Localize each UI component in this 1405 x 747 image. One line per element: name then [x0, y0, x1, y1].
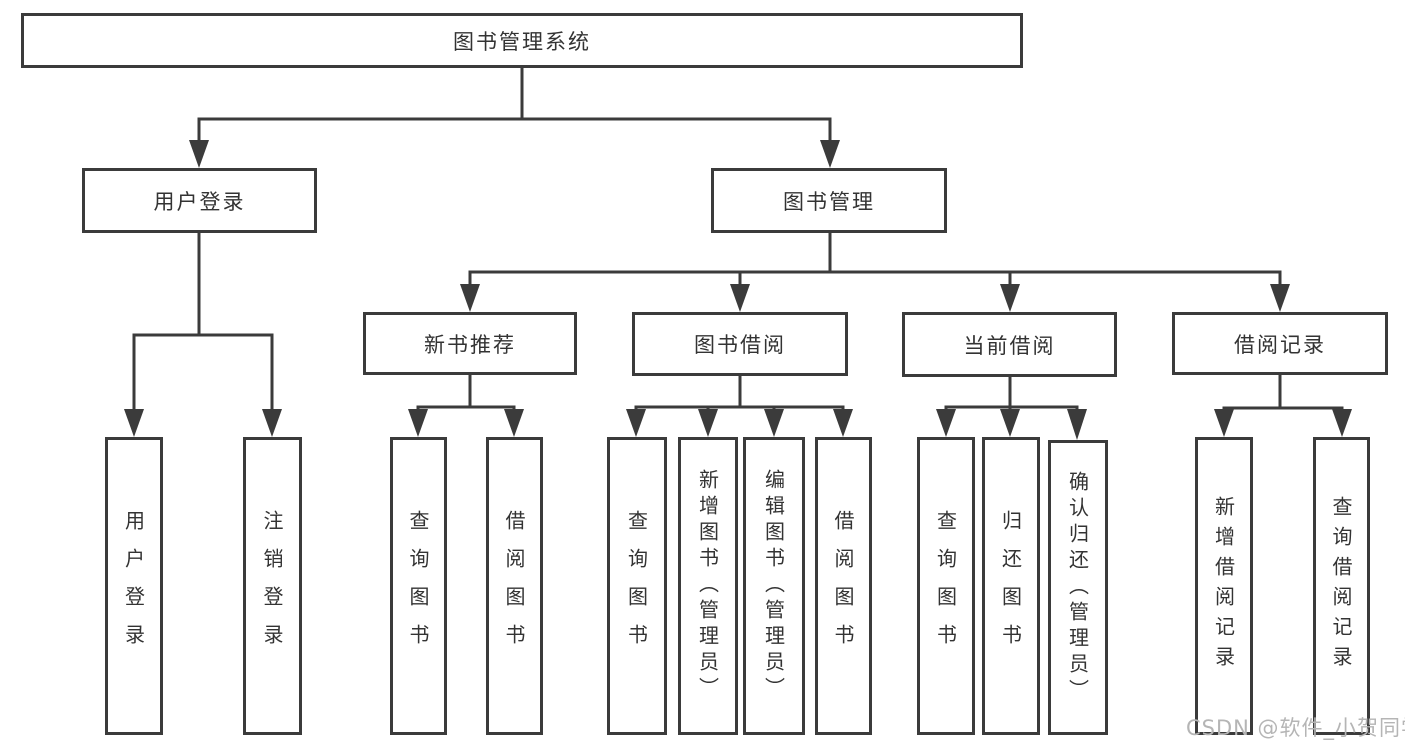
node-confirm-return-admin: 确认归还（管理员）: [1048, 440, 1108, 735]
node-logout: 注销登录: [243, 437, 302, 735]
node-user-login-action: 用户登录: [105, 437, 163, 735]
node-book-borrowing: 图书借阅: [632, 312, 848, 376]
node-return-books: 归还图书: [982, 437, 1040, 735]
node-borrow-books-recommend: 借阅图书: [486, 437, 543, 735]
node-current-borrowing: 当前借阅: [902, 312, 1117, 377]
node-add-borrow-record: 新增借阅记录: [1195, 437, 1253, 735]
node-query-books-current: 查询图书: [917, 437, 975, 735]
node-borrow-books-borrowing: 借阅图书: [815, 437, 872, 735]
node-user-login: 用户登录: [82, 168, 317, 233]
node-book-management: 图书管理: [711, 168, 947, 233]
node-borrowing-records: 借阅记录: [1172, 312, 1388, 375]
node-query-borrow-record: 查询借阅记录: [1313, 437, 1370, 735]
node-query-books-recommend: 查询图书: [390, 437, 447, 735]
node-query-books-borrowing: 查询图书: [607, 437, 667, 735]
watermark: CSDN @软件_小贺同学: [1186, 716, 1405, 740]
node-root: 图书管理系统: [21, 13, 1023, 68]
node-new-book-recommendation: 新书推荐: [363, 312, 577, 375]
node-edit-books-admin: 编辑图书（管理员）: [743, 437, 805, 735]
node-add-books-admin: 新增图书（管理员）: [678, 437, 738, 735]
